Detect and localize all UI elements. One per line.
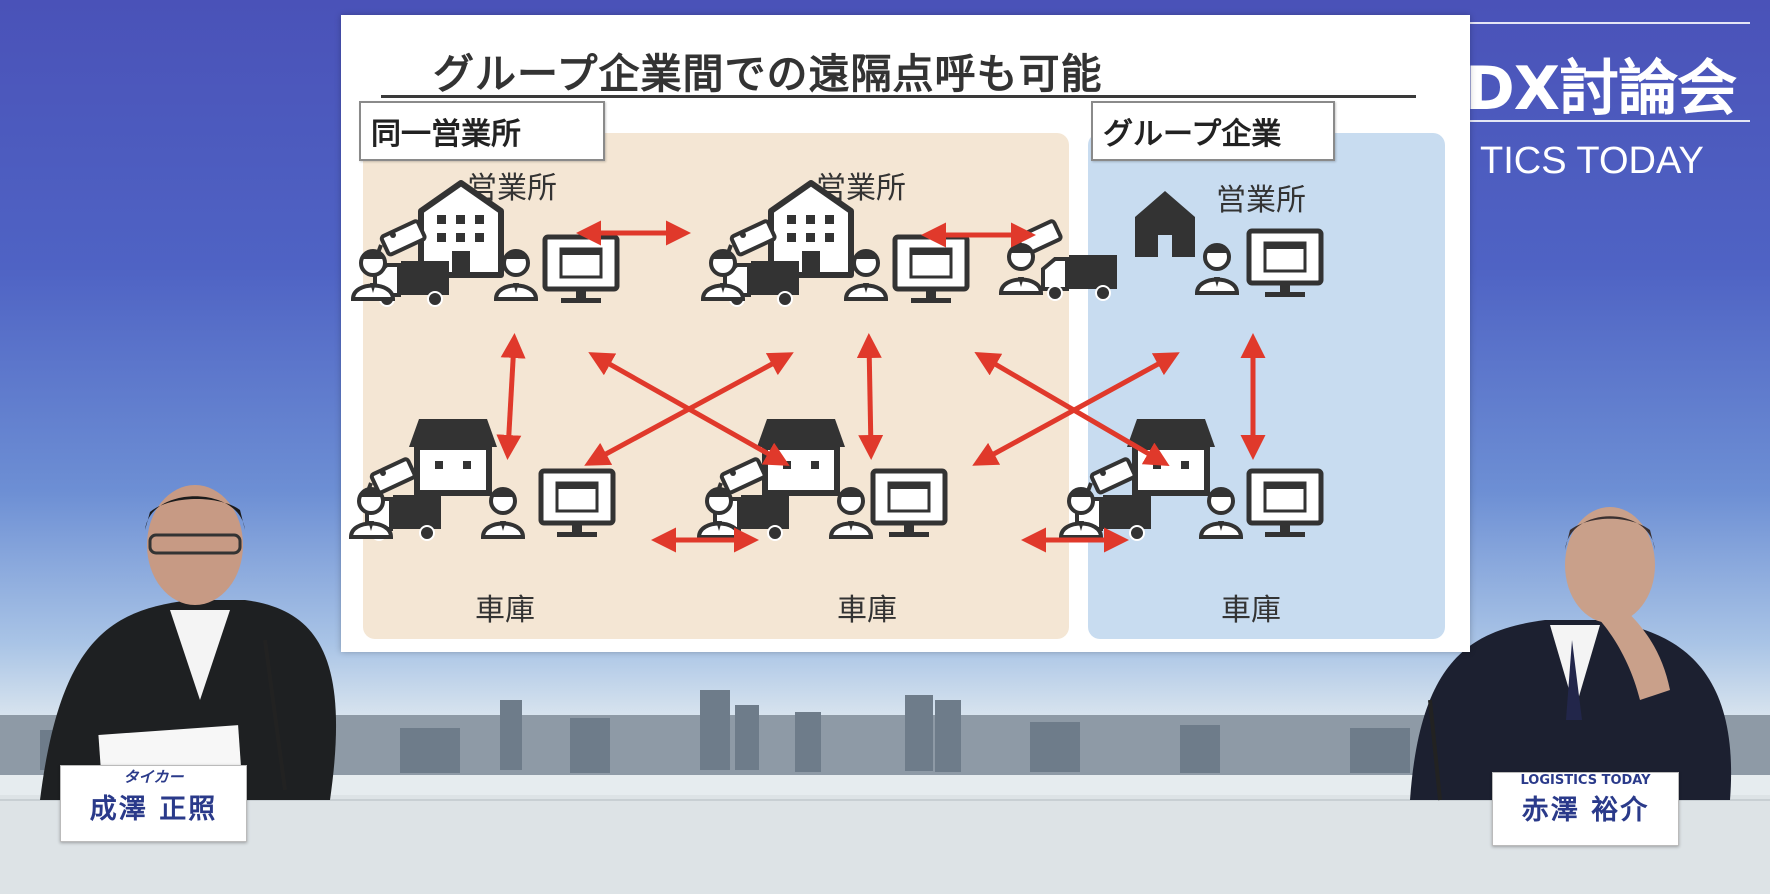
background-rule-bottom bbox=[1470, 120, 1750, 122]
background-rule-top bbox=[1470, 22, 1750, 24]
office-cluster-1 bbox=[351, 183, 617, 308]
same-office-label: 同一営業所 bbox=[359, 101, 605, 161]
garage-cluster-3 bbox=[1059, 419, 1321, 542]
nameplate-right-company: LOGISTICS TODAY bbox=[1520, 773, 1651, 788]
event-title: DX討論会 bbox=[1465, 54, 1737, 124]
office-cluster-3 bbox=[999, 191, 1321, 302]
node-label-office-3: 営業所 bbox=[1216, 183, 1306, 218]
node-label-garage-1: 車庫 bbox=[475, 593, 535, 628]
presenter-left bbox=[40, 485, 337, 800]
arrow-office2-garage2 bbox=[856, 333, 884, 460]
nameplate-right-name: 赤澤 裕介 bbox=[1521, 795, 1650, 826]
nameplate-left-company: タイカー bbox=[123, 768, 184, 786]
arrow-office3-garage2 bbox=[972, 352, 1180, 466]
event-subtitle: TICS TODAY bbox=[1480, 140, 1704, 182]
arrow-office1-garage1 bbox=[496, 333, 526, 460]
office-cluster-2 bbox=[701, 183, 967, 308]
nameplate-left: タイカー 成澤 正照 bbox=[60, 765, 247, 842]
nameplate-left-name: 成澤 正照 bbox=[89, 794, 218, 825]
garage-cluster-1 bbox=[349, 419, 613, 542]
presenter-right bbox=[1410, 507, 1732, 800]
title-rule bbox=[381, 95, 1416, 98]
nameplate-right: LOGISTICS TODAY 赤澤 裕介 bbox=[1492, 772, 1679, 846]
group-company-label: グループ企業 bbox=[1091, 101, 1335, 161]
node-label-garage-2: 車庫 bbox=[837, 593, 897, 628]
slide-title: グループ企業間での遠隔点呼も可能 bbox=[433, 50, 1103, 98]
node-label-garage-3: 車庫 bbox=[1221, 593, 1281, 628]
arrow-office2-garage1 bbox=[584, 352, 794, 466]
presentation-slide: グループ企業間での遠隔点呼も可能 同一営業所 グループ企業 営業所 営業所 営業… bbox=[341, 15, 1470, 652]
remote-rollcall-diagram bbox=[349, 15, 1470, 553]
